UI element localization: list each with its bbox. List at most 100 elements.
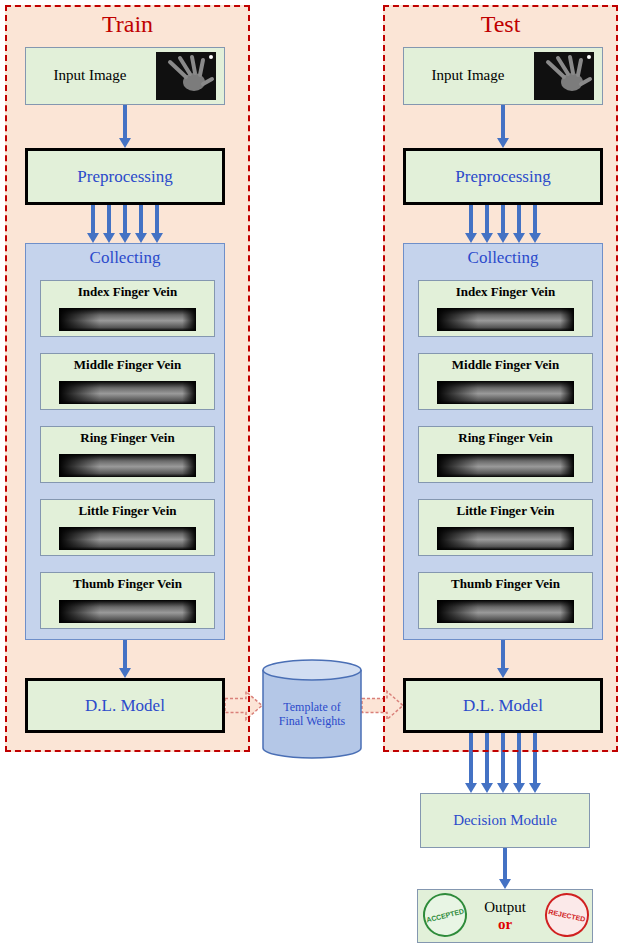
panel-fill <box>383 5 618 752</box>
node-label: D.L. Model <box>463 696 543 716</box>
text-wrap: Preprocessing <box>408 151 598 202</box>
arrow-head <box>481 233 493 243</box>
process-box: Input Image <box>403 47 603 105</box>
node-label: Middle Finger Vein <box>74 358 181 373</box>
node-label: Ring Finger Vein <box>80 431 174 446</box>
connector <box>529 205 541 243</box>
arrow-shaft <box>485 733 489 783</box>
arrow-shaft <box>517 733 521 783</box>
hand-image <box>156 52 216 100</box>
arrow-shaft <box>501 733 505 783</box>
text-wrap: Train <box>7 11 248 39</box>
text-wrap: Ring Finger Vein <box>43 431 212 446</box>
node-label: Collecting <box>90 248 161 268</box>
text-wrap: Decision Module <box>423 794 587 847</box>
text-wrap: Test <box>385 11 616 39</box>
connector <box>119 205 131 243</box>
arrow-head <box>499 879 511 889</box>
arrow-head <box>513 783 525 793</box>
arrow-shaft <box>91 205 95 233</box>
finger-box: Little Finger Vein <box>40 499 215 556</box>
arrow-shaft <box>139 205 143 233</box>
arrow-head <box>529 783 541 793</box>
text-wrap: Index Finger Vein <box>43 285 212 300</box>
connector <box>497 205 509 243</box>
arrow-shaft <box>501 105 505 138</box>
finger-box: Index Finger Vein <box>418 280 593 337</box>
stage-panel: TestInput ImagePreprocessingCollectingIn… <box>383 5 618 752</box>
arrow-shaft <box>501 640 505 668</box>
finger-vein-image <box>437 454 574 477</box>
arrow-head <box>135 233 147 243</box>
finger-vein-image <box>437 527 574 550</box>
arrow-shaft <box>485 205 489 233</box>
connector <box>529 733 541 793</box>
arrow-head <box>497 783 509 793</box>
finger-box: Thumb Finger Vein <box>40 572 215 629</box>
hand-image <box>534 52 594 100</box>
arrow-head <box>481 783 493 793</box>
arrow-shaft <box>469 205 473 233</box>
arrow-head <box>465 233 477 243</box>
finger-vein-image <box>59 527 196 550</box>
text-wrap: D.L. Model <box>30 681 220 730</box>
arrow-shaft <box>469 733 473 783</box>
finger-vein-image <box>437 308 574 331</box>
process-box: Input Image <box>25 47 225 105</box>
arrow-shaft <box>501 205 505 233</box>
finger-box: Middle Finger Vein <box>418 353 593 410</box>
text-wrap: Thumb Finger Vein <box>421 577 590 592</box>
arrow-head <box>151 233 163 243</box>
block-arrow <box>225 692 262 720</box>
finger-box: Ring Finger Vein <box>418 426 593 483</box>
node-label: D.L. Model <box>85 696 165 716</box>
arrow-shaft <box>123 105 127 138</box>
arrow-head <box>87 233 99 243</box>
process-box: D.L. Model <box>25 678 225 733</box>
text-wrap: Template of Final Weights <box>274 682 350 748</box>
arrow-head <box>497 233 509 243</box>
connector <box>151 205 163 243</box>
arrow-shaft <box>533 733 537 783</box>
process-box: Preprocessing <box>403 148 603 205</box>
process-box: Preprocessing <box>25 148 225 205</box>
text-wrap: Middle Finger Vein <box>421 358 590 373</box>
arrow-head <box>497 668 509 678</box>
node-label: Input Image <box>432 67 505 84</box>
node-label: Output <box>484 899 526 916</box>
stage-panel: TrainInput ImagePreprocessingCollectingI… <box>5 5 250 752</box>
arrow-shaft <box>123 205 127 233</box>
node-label: Middle Finger Vein <box>452 358 559 373</box>
connector <box>87 205 99 243</box>
text-wrap: Thumb Finger Vein <box>43 577 212 592</box>
arrow-head <box>529 233 541 243</box>
arrow-shaft <box>107 205 111 233</box>
connector <box>513 733 525 793</box>
process-box: Decision Module <box>420 793 590 848</box>
node-label: Test <box>481 11 521 39</box>
node-label: Index Finger Vein <box>456 285 555 300</box>
text-wrap: Middle Finger Vein <box>43 358 212 373</box>
arrow-shaft <box>533 205 537 233</box>
connector <box>497 640 509 678</box>
connector <box>497 733 509 793</box>
text-wrap: Little Finger Vein <box>43 504 212 519</box>
node-label: Preprocessing <box>77 167 172 187</box>
node-label: Little Finger Vein <box>457 504 555 519</box>
group-panel: CollectingIndex Finger VeinMiddle Finger… <box>403 243 603 640</box>
panel-fill <box>5 5 250 752</box>
text-wrap: Input Image <box>404 48 532 104</box>
database-cylinder: Template of Final Weights <box>262 658 362 760</box>
node-label: Decision Module <box>453 812 557 829</box>
arrow-head <box>119 668 131 678</box>
finger-vein-image <box>437 381 574 404</box>
stamp-text: REJECTED <box>548 908 586 923</box>
node-label: Preprocessing <box>455 167 550 187</box>
text-wrap: Ring Finger Vein <box>421 431 590 446</box>
node-label: Template of Final Weights <box>274 701 350 729</box>
connector <box>465 733 477 793</box>
connector <box>513 205 525 243</box>
connector <box>103 205 115 243</box>
